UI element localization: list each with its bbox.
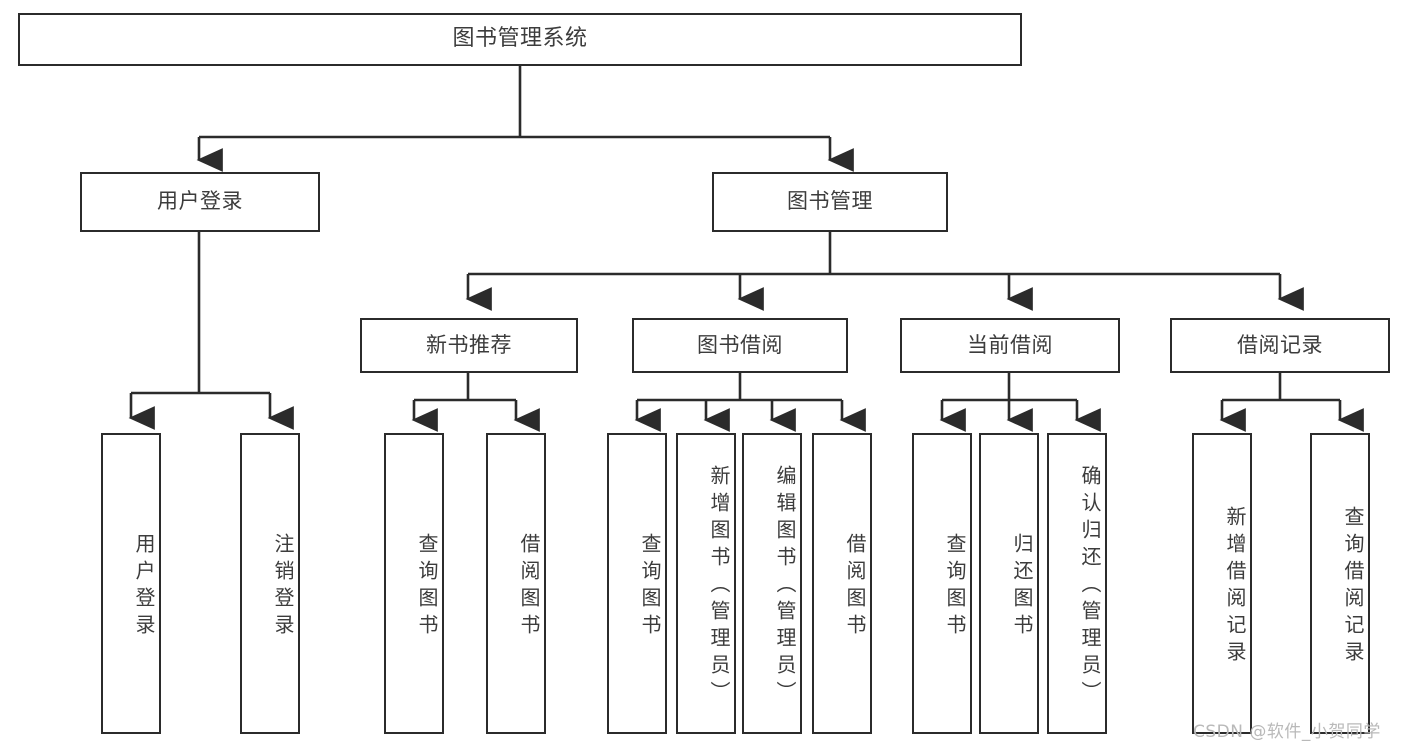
leaf-user-login[interactable]: 用户登录	[101, 433, 161, 734]
leaf-query-books-current[interactable]: 查询图书	[912, 433, 972, 734]
leaf-edit-book-admin[interactable]: 编辑图书（管理员）	[742, 433, 802, 734]
node-current-borrowing[interactable]: 当前借阅	[900, 318, 1120, 373]
node-label: 借阅图书	[843, 532, 867, 641]
leaf-borrow-books-recommendation[interactable]: 借阅图书	[486, 433, 546, 734]
node-label: 编辑图书（管理员）	[773, 465, 797, 708]
leaf-query-books-borrowing[interactable]: 查询图书	[607, 433, 667, 734]
node-root-book-management-system[interactable]: 图书管理系统	[18, 13, 1022, 66]
node-label: 归还图书	[1010, 532, 1034, 641]
node-label: 新增借阅记录	[1223, 505, 1247, 668]
leaf-return-books[interactable]: 归还图书	[979, 433, 1039, 734]
node-label: 查询图书	[638, 532, 662, 641]
leaf-query-books-recommendation[interactable]: 查询图书	[384, 433, 444, 734]
node-label: 新书推荐	[426, 332, 512, 357]
node-label: 新增图书（管理员）	[707, 465, 731, 708]
node-user-login[interactable]: 用户登录	[80, 172, 320, 232]
node-label: 借阅图书	[517, 532, 541, 641]
node-label: 查询借阅记录	[1341, 505, 1365, 668]
node-label: 用户登录	[157, 189, 243, 214]
leaf-query-borrowing-record[interactable]: 查询借阅记录	[1310, 433, 1370, 734]
node-label: 查询图书	[415, 532, 439, 641]
node-label: 确认归还（管理员）	[1078, 465, 1102, 708]
node-new-book-recommendation[interactable]: 新书推荐	[360, 318, 578, 373]
node-label: 图书借阅	[697, 332, 783, 357]
leaf-add-book-admin[interactable]: 新增图书（管理员）	[676, 433, 736, 734]
node-label: 图书管理系统	[452, 26, 588, 52]
leaf-confirm-return-admin[interactable]: 确认归还（管理员）	[1047, 433, 1107, 734]
node-borrowing-records[interactable]: 借阅记录	[1170, 318, 1390, 373]
node-label: 当前借阅	[967, 332, 1053, 357]
node-label: 注销登录	[271, 532, 295, 641]
leaf-borrow-books-borrowing[interactable]: 借阅图书	[812, 433, 872, 734]
leaf-add-borrowing-record[interactable]: 新增借阅记录	[1192, 433, 1252, 734]
node-label: 图书管理	[787, 189, 873, 214]
node-label: 借阅记录	[1237, 332, 1323, 357]
node-label: 查询图书	[943, 532, 967, 641]
node-book-borrowing[interactable]: 图书借阅	[632, 318, 848, 373]
leaf-logout[interactable]: 注销登录	[240, 433, 300, 734]
node-book-management[interactable]: 图书管理	[712, 172, 948, 232]
node-label: 用户登录	[132, 532, 156, 641]
csdn-watermark: CSDN @软件_小贺同学	[1193, 722, 1381, 742]
